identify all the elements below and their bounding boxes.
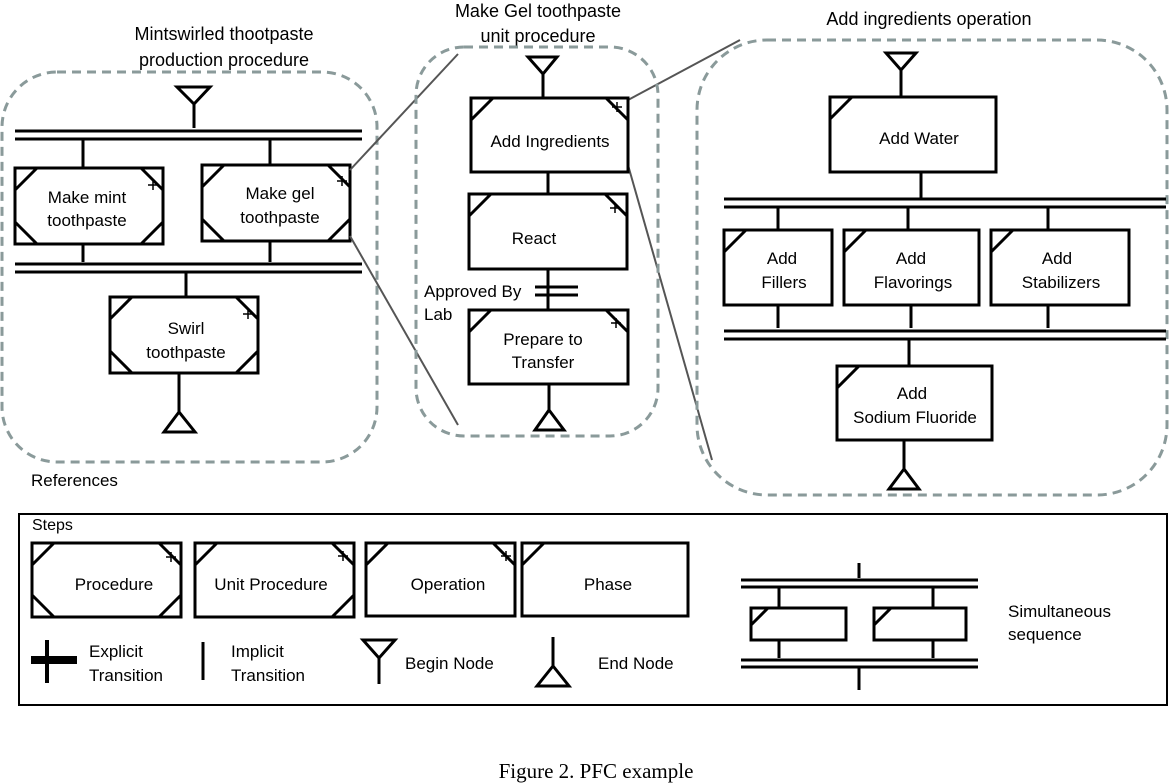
step-add-fillers[interactable]: Add Fillers: [722, 228, 834, 307]
legend-begin-node-symbol: [359, 638, 399, 684]
unit-panel-border: [414, 45, 660, 438]
procedure-title-line2: production procedure: [139, 50, 309, 70]
procedure-panel: Mintswirled thootpaste production proced…: [0, 24, 379, 464]
legend-label: Unit Procedure: [214, 575, 327, 594]
legend-phase-symbol: Phase: [520, 541, 690, 618]
step-label: Add: [1042, 249, 1072, 268]
step-label: Add: [896, 249, 926, 268]
operation-end-node: [886, 440, 922, 491]
unit-begin-node: [524, 55, 561, 98]
legend-explicit-transition-symbol: [31, 640, 77, 683]
step-label: toothpaste: [146, 343, 225, 362]
references-box: [18, 513, 1168, 706]
references-legend: References Steps Procedure Unit Procedur…: [18, 471, 1168, 706]
legend-label: Implicit: [231, 642, 284, 661]
steps-label: Steps: [32, 517, 73, 534]
simultaneous-bar-top: [15, 129, 362, 167]
legend-end-node-symbol: [533, 637, 573, 688]
step-swirl-toothpaste[interactable]: Swirl toothpaste: [108, 295, 260, 375]
procedure-panel-border: [0, 70, 379, 464]
step-label: Add Water: [879, 129, 959, 148]
step-label: Swirl: [168, 319, 205, 338]
step-label: toothpaste: [47, 211, 126, 230]
step-label: Add Ingredients: [490, 132, 609, 151]
legend-label: Phase: [584, 575, 632, 594]
step-label: Add: [897, 384, 927, 403]
step-add-water[interactable]: Add Water: [828, 95, 998, 174]
operation-begin-node: [882, 51, 920, 97]
step-label: Make mint: [48, 188, 127, 207]
step-add-sodium-fluoride[interactable]: Add Sodium Fluoride: [835, 364, 994, 442]
step-label: Prepare to: [503, 330, 582, 349]
procedure-end-node: [161, 373, 199, 434]
simultaneous-bar-bottom: [15, 241, 362, 297]
unit-procedure-panel: Make Gel toothpaste unit procedure Add I…: [414, 1, 660, 438]
transition-label: Lab: [424, 305, 452, 324]
step-label: Transfer: [512, 353, 575, 372]
unit-end-node: [532, 384, 567, 432]
legend-label: Explicit: [89, 642, 143, 661]
legend-label: Begin Node: [405, 654, 494, 673]
procedure-title-line1: Mintswirled thootpaste: [134, 24, 313, 44]
simultaneous-bar-bottom: [724, 305, 1166, 366]
legend-unit-procedure-symbol: Unit Procedure: [193, 541, 356, 619]
step-label: Stabilizers: [1022, 273, 1100, 292]
step-label: toothpaste: [240, 208, 319, 227]
step-add-flavorings[interactable]: Add Flavorings: [842, 228, 981, 307]
procedure-begin-node: [173, 85, 214, 128]
references-title: References: [31, 471, 118, 490]
operation-title: Add ingredients operation: [826, 9, 1031, 29]
step-label: Add: [767, 249, 797, 268]
zoom-connector-lines: [349, 39, 741, 461]
legend-operation-symbol: Operation: [364, 541, 517, 618]
step-make-mint-toothpaste[interactable]: Make mint toothpaste: [13, 166, 165, 246]
operation-panel-border: [695, 38, 1169, 497]
legend-label: sequence: [1008, 625, 1082, 644]
legend-label: Operation: [411, 575, 486, 594]
transition-label: Approved By: [424, 282, 522, 301]
step-label: Fillers: [761, 273, 806, 292]
legend-label: Simultaneous: [1008, 602, 1111, 621]
unit-title-line1: Make Gel toothpaste: [455, 1, 621, 21]
legend-label: End Node: [598, 654, 674, 673]
step-react[interactable]: React: [467, 192, 629, 271]
simultaneous-bar-top: [724, 172, 1166, 230]
step-add-stabilizers[interactable]: Add Stabilizers: [989, 228, 1131, 307]
step-label: Make gel: [246, 184, 315, 203]
step-make-gel-toothpaste[interactable]: Make gel toothpaste: [200, 163, 352, 243]
legend-procedure-symbol: Procedure: [30, 541, 183, 619]
step-label: Sodium Fluoride: [853, 408, 977, 427]
legend-label: Transition: [89, 666, 163, 685]
unit-title-line2: unit procedure: [480, 26, 595, 46]
explicit-transition-approved: [535, 269, 578, 310]
step-prepare-to-transfer[interactable]: Prepare to Transfer: [467, 308, 630, 386]
legend-label: Transition: [231, 666, 305, 685]
operation-panel: Add ingredients operation Add Water Add …: [695, 9, 1169, 497]
legend-simultaneous-symbol: [741, 563, 978, 690]
step-label: Flavorings: [874, 273, 952, 292]
step-label: React: [512, 229, 557, 248]
legend-label: Procedure: [75, 575, 153, 594]
figure-caption: Figure 2. PFC example: [499, 759, 694, 783]
step-add-ingredients[interactable]: Add Ingredients: [469, 96, 630, 174]
